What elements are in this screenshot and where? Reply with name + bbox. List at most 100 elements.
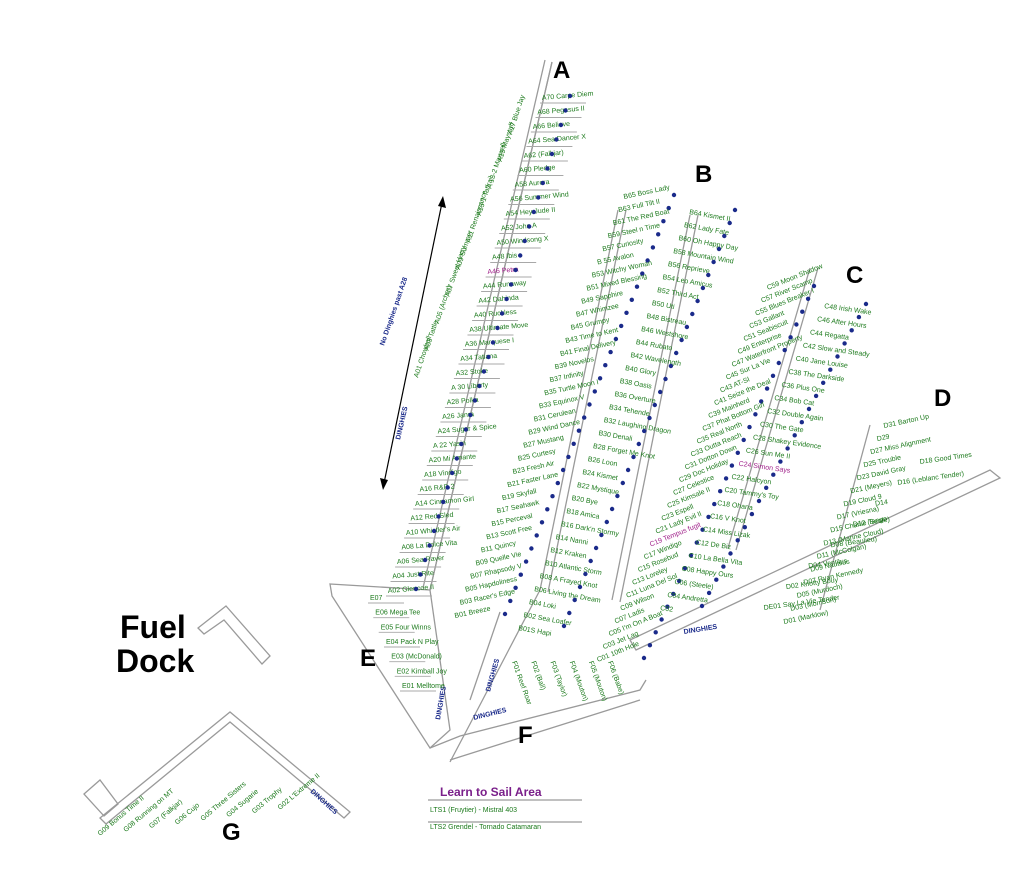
- mooring-dot: [641, 655, 647, 661]
- learn-to-sail-area: Learn to Sail Area LTS1 (Fruytier) - Mis…: [430, 785, 542, 831]
- mooring-dot: [636, 441, 641, 447]
- berth-label: E06 Mega Tee: [375, 610, 420, 617]
- mooring-dot: [545, 166, 550, 171]
- mooring-dot: [756, 498, 762, 504]
- mooring-dot: [481, 369, 487, 374]
- mooring-dot: [490, 340, 496, 345]
- mooring-dot: [539, 520, 545, 525]
- mooring-dot: [782, 347, 787, 353]
- mooring-dot: [459, 441, 464, 447]
- berth-label: B40 Glory: [625, 365, 657, 377]
- dock-letter-a: A: [553, 57, 570, 84]
- mooring-dot: [450, 470, 455, 476]
- mooring-dot: [608, 349, 613, 355]
- mooring-dot: [694, 540, 699, 545]
- mooring-dot: [583, 571, 588, 577]
- berth-label: B42 Wavelength: [630, 352, 682, 368]
- mooring-dot: [700, 527, 705, 532]
- berth-label: B50 Uti: [651, 300, 675, 311]
- dock-letter-b: B: [695, 161, 712, 188]
- mooring-dot: [806, 406, 812, 412]
- mooring-dot: [792, 433, 797, 438]
- mooring-dot: [759, 399, 764, 404]
- mooring-dot: [674, 350, 679, 356]
- berth-label: A05 (Archer): [434, 285, 453, 325]
- berth-label: A52 John A: [501, 222, 538, 232]
- mooring-dot: [418, 572, 423, 577]
- mooring-dot: [799, 420, 804, 425]
- mooring-dot: [592, 389, 597, 394]
- mooring-dot: [716, 246, 722, 252]
- mooring-dot: [549, 151, 555, 157]
- mooring-dot: [463, 427, 468, 432]
- mooring-dot: [668, 363, 674, 369]
- mooring-dot: [486, 354, 491, 360]
- berth-label: E01 Melltome: [402, 683, 445, 690]
- mooring-dot: [645, 258, 650, 263]
- mooring-dot: [502, 611, 508, 617]
- mooring-dot: [513, 267, 518, 273]
- dock-letter-f: F: [518, 722, 533, 749]
- lts-item-1: LTS1 (Fruytier) - Mistral 403: [430, 807, 517, 814]
- mooring-dot: [671, 591, 676, 597]
- mooring-dot: [749, 511, 755, 517]
- berth-label: C18 Ohana: [717, 500, 754, 512]
- mooring-dot: [764, 386, 770, 391]
- mooring-dot: [711, 259, 716, 265]
- berth-label: A02 Glencoe II: [388, 584, 435, 595]
- berth-label: C10 La Bella Vita: [688, 553, 743, 567]
- mooring-dot: [545, 507, 550, 512]
- mooring-dot: [700, 285, 706, 291]
- berth-label: B52 Third Act: [657, 287, 700, 301]
- berth-label: D12 (Seale): [852, 516, 890, 528]
- mooring-dot: [529, 546, 534, 551]
- mooring-dot: [558, 122, 564, 128]
- mooring-dot: [659, 617, 664, 622]
- mooring-dot: [699, 603, 705, 609]
- mooring-dot: [508, 598, 513, 604]
- berth-label: A54 Hey Jude II: [505, 207, 555, 218]
- mooring-dot: [671, 192, 677, 198]
- mooring-dot: [656, 232, 661, 237]
- mooring-dot: [625, 467, 631, 473]
- berth-label: B54 Leo Amicus: [662, 274, 714, 290]
- berth-label: D01 (Marklow): [783, 610, 829, 626]
- mooring-dot: [811, 283, 817, 289]
- dock-letter-g: G: [222, 819, 241, 846]
- dock-letter-c: C: [846, 262, 863, 289]
- mooring-dot: [554, 137, 559, 142]
- berth-label: B65 Boss Lady: [623, 184, 671, 201]
- berth-label: B30 Denali: [598, 430, 633, 443]
- berth-label: C26 Sun Me II: [745, 447, 790, 460]
- berth-label: C20 Tammy's Toy: [724, 487, 780, 502]
- berth-label: D18 Good Times: [919, 452, 972, 466]
- berth-label: C34 Bob Cat: [774, 395, 815, 408]
- berth-label: B14 Nanni: [555, 534, 589, 547]
- berth-label: A70 Carpe Diem: [542, 90, 594, 101]
- berth-label: F02 (Ball): [529, 660, 546, 691]
- mooring-dot: [413, 586, 419, 592]
- mooring-dot: [723, 476, 729, 481]
- mooring-dot: [477, 383, 482, 389]
- berth-label: A32 Stoke: [455, 368, 488, 378]
- mooring-dot: [863, 301, 869, 307]
- mooring-dot: [566, 454, 571, 460]
- mooring-dot: [640, 271, 645, 276]
- mooring-dot: [427, 543, 432, 548]
- mooring-dot: [778, 459, 783, 464]
- berth-label: E05 Four Winns: [381, 624, 432, 631]
- mooring-dot: [647, 415, 652, 421]
- mooring-dot: [631, 454, 636, 460]
- mooring-dot: [727, 220, 732, 226]
- mooring-dot: [661, 219, 666, 224]
- mooring-dot: [666, 205, 671, 211]
- mooring-dot: [690, 311, 695, 317]
- dock-letter-e: E: [360, 645, 376, 672]
- mooring-dot: [540, 180, 545, 186]
- mooring-dot: [729, 463, 735, 468]
- mooring-dot: [706, 272, 711, 278]
- mooring-dot: [436, 514, 441, 519]
- berth-label: D14: [875, 499, 889, 508]
